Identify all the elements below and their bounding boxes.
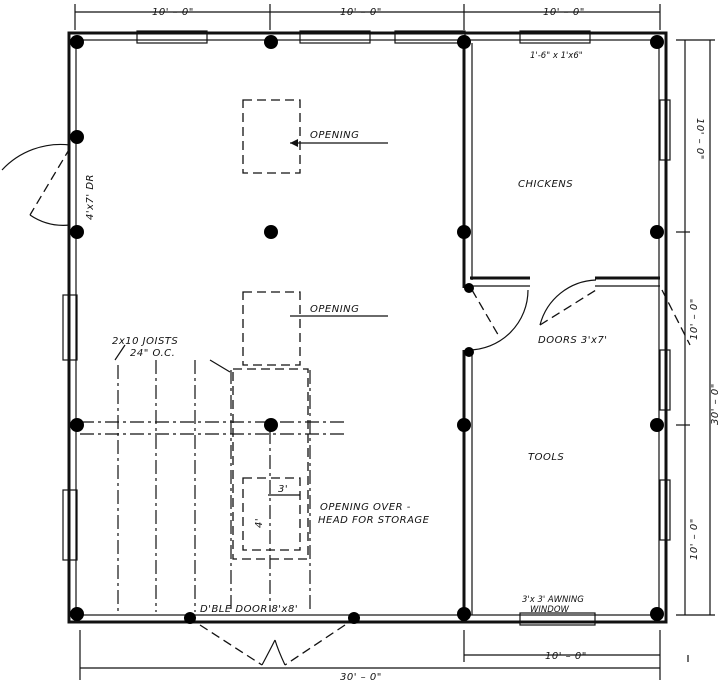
- outer-walls: [67, 31, 668, 624]
- joists: [80, 360, 345, 612]
- window-frames: [62, 30, 671, 626]
- posts: [70, 35, 664, 624]
- opening-label-2: OPENING: [310, 304, 359, 315]
- labels: 10' – 0" 10' – 0" 10' – 0" 1'-6" x 1'x6"…: [85, 7, 721, 683]
- chickens-label: CHICKENS: [518, 179, 573, 190]
- dim-right-3: 10' – 0": [689, 518, 700, 560]
- joists-label-1: 2x10 JOISTS: [112, 336, 178, 347]
- awning-label-1: 3'x 3' AWNING: [522, 595, 584, 605]
- dim-top-2: 10' – 0": [340, 7, 382, 18]
- dim-bottom-right: 10' – 0": [545, 651, 587, 662]
- dim-3ft: 3': [278, 484, 288, 495]
- interior-walls: [462, 43, 660, 615]
- leader-lines: [114, 139, 388, 496]
- dim-bottom-total: 30' – 0": [340, 672, 382, 683]
- dimension-lines: [74, 4, 715, 680]
- dim-right-total: 30' – 0": [710, 383, 721, 425]
- dim-right-2: 10' – 0": [689, 298, 700, 340]
- door-swings: [1, 143, 691, 666]
- storage-label-1: OPENING OVER -: [320, 502, 411, 513]
- awning-label-2: WINDOW: [530, 605, 570, 615]
- tools-label: TOOLS: [528, 452, 564, 463]
- dim-window: 1'-6" x 1'x6": [530, 51, 583, 61]
- dim-top-1: 10' – 0": [152, 7, 194, 18]
- storage-label-2: HEAD FOR STORAGE: [318, 515, 430, 526]
- opening-label-1: OPENING: [310, 130, 359, 141]
- dim-right-1: 10' – 0": [694, 118, 705, 160]
- double-door-label: D'BLE DOOR 8'x8': [200, 604, 298, 615]
- doors-label: DOORS 3'x7': [538, 335, 608, 346]
- joists-label-2: 24" O.C.: [130, 348, 175, 359]
- dim-4ft: 4': [254, 518, 265, 528]
- dim-top-3: 10' – 0": [543, 7, 585, 18]
- door-left-label: 4'x7' DR: [85, 174, 96, 220]
